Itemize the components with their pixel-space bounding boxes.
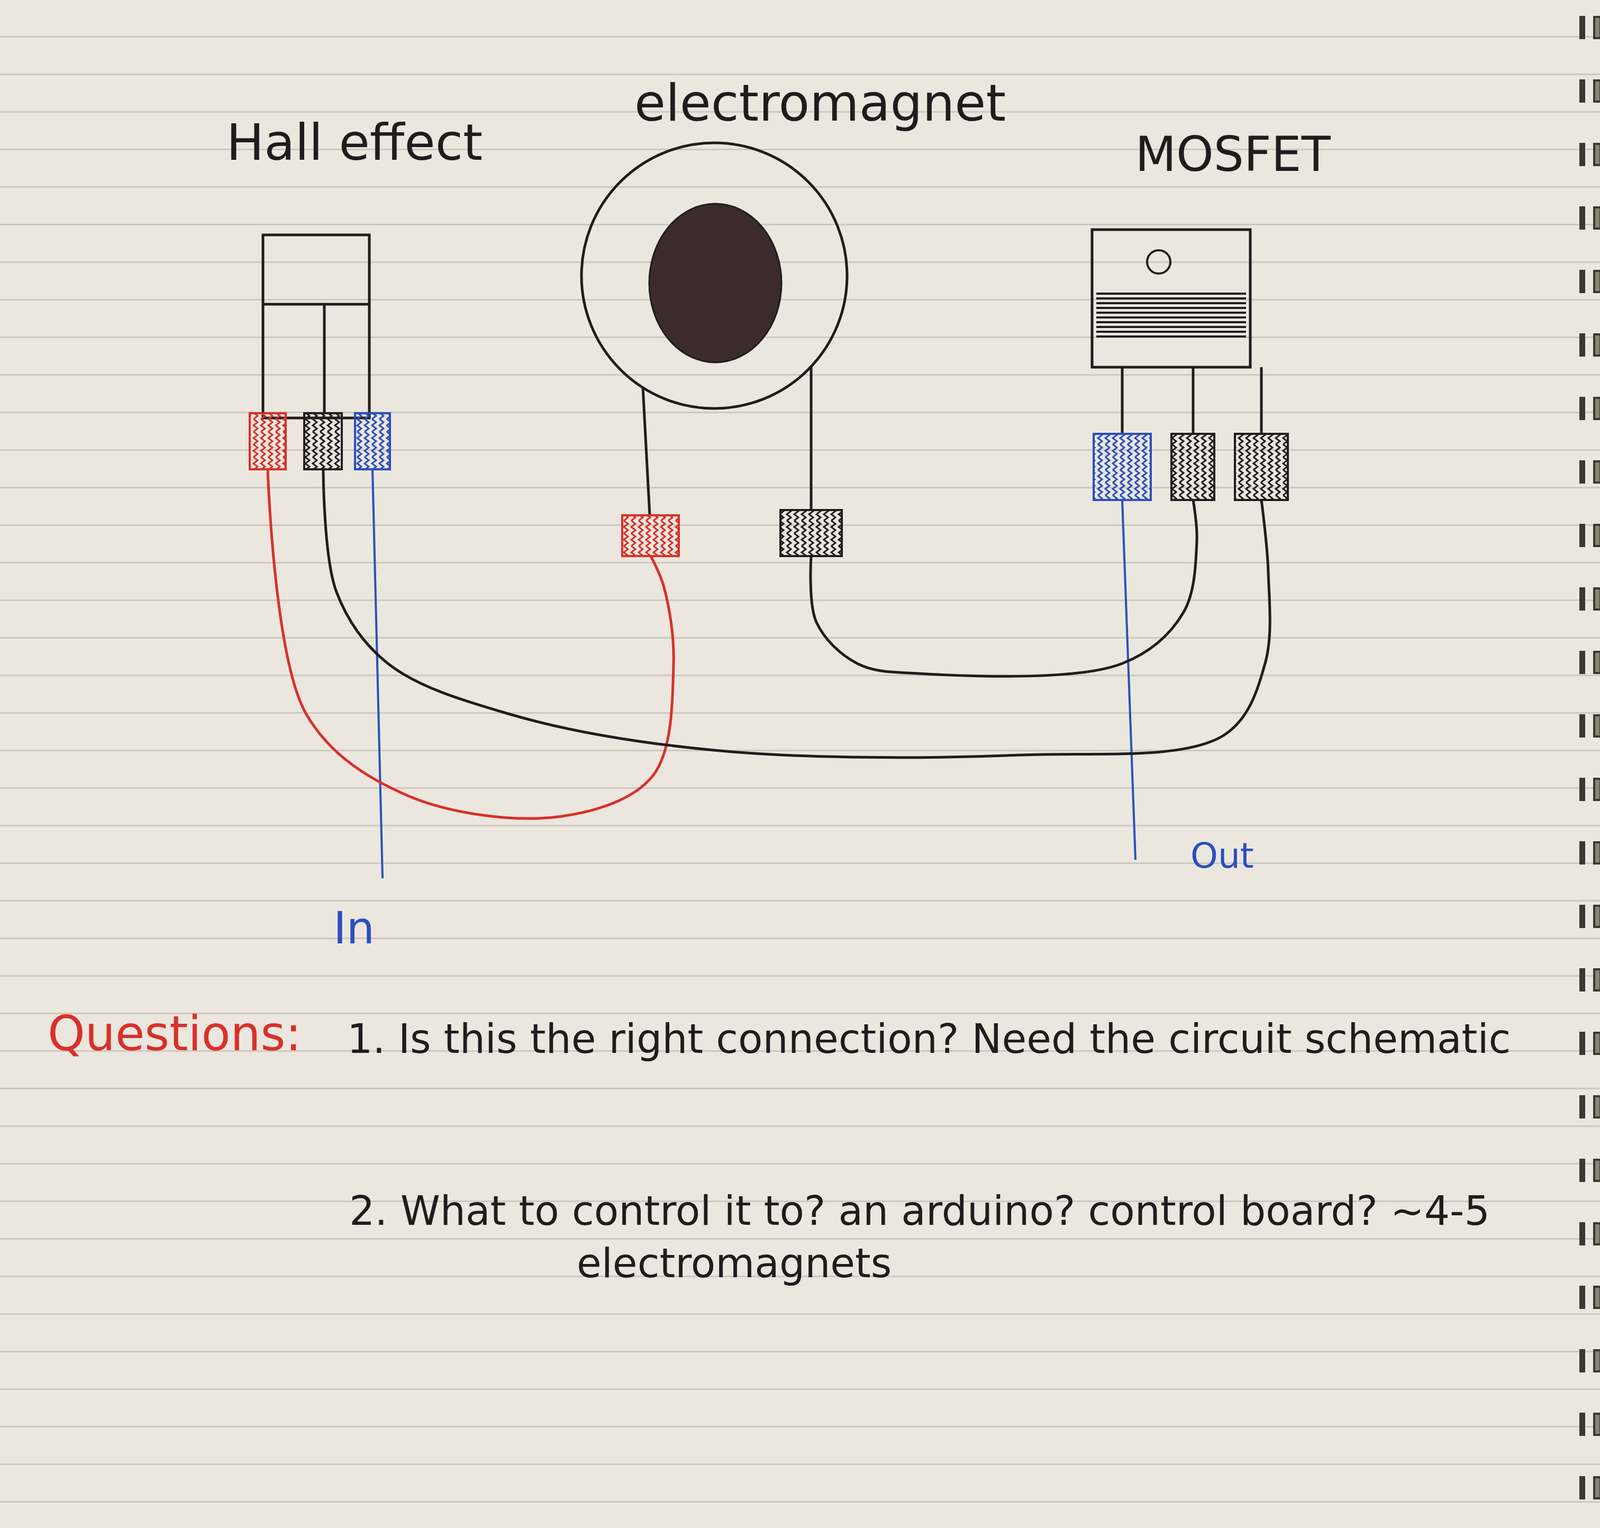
electromagnet-coil: electromagnet [608, 74, 1032, 557]
spiral-binding [1579, 0, 1600, 1528]
mosfet-leg [1121, 367, 1124, 434]
black-pin [1171, 433, 1215, 500]
wire [810, 500, 1197, 677]
black-pin [304, 413, 342, 470]
output-wire [1122, 500, 1136, 860]
signal-name: In [333, 899, 375, 958]
sensor-divider [262, 303, 370, 306]
iron-core [649, 203, 782, 363]
blue-pin [1093, 433, 1151, 500]
component-name: MOSFET [1134, 126, 1331, 183]
hall-effect-sensor: Hall effect [190, 113, 519, 470]
wire [267, 469, 674, 819]
sensor-body [262, 234, 370, 418]
note-text: 1. Is this the right connection? Need th… [347, 1013, 1565, 1066]
mosfet-transistor: MOSFET [1084, 126, 1381, 500]
wire [323, 469, 1270, 758]
coil-lead [642, 387, 650, 516]
blue-pin [355, 413, 390, 470]
sensor-leg [323, 304, 326, 414]
note-text: 2. What to control it to? an arduino? co… [349, 1185, 1577, 1290]
mosfet-leg [1260, 367, 1263, 434]
coil-lead [810, 366, 813, 511]
component-name: electromagnet [634, 74, 1006, 133]
red-pin [622, 515, 679, 557]
mounting-hole [1147, 250, 1171, 274]
input-wire [372, 469, 383, 879]
mosfet-leg [1192, 367, 1195, 434]
red-pin [249, 413, 286, 470]
black-pin [780, 510, 842, 557]
mosfet-body [1092, 229, 1251, 368]
signal-name: Out [1190, 833, 1254, 879]
mosfet-shading [1096, 293, 1247, 337]
coil-outline [581, 142, 848, 409]
component-name: Hall effect [226, 113, 483, 172]
note-heading: Questions: [47, 1002, 302, 1065]
black-pin [1234, 433, 1288, 500]
